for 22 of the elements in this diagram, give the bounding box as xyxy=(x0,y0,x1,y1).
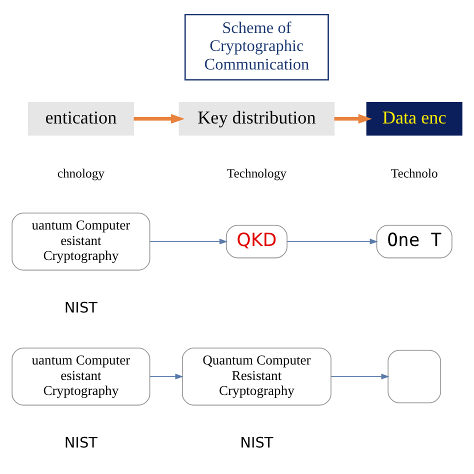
arrow xyxy=(330,373,390,379)
label: chnology xyxy=(57,166,105,180)
node-box: Quantum Computer Resistant Cryptography xyxy=(182,347,332,406)
node-label: NIST xyxy=(240,435,274,452)
arrow xyxy=(149,373,184,379)
label: Technolo xyxy=(390,166,438,180)
node-box: Key distribution xyxy=(178,102,335,136)
label: Technology xyxy=(226,166,287,180)
node-box: One T xyxy=(376,224,452,258)
node-label: NIST xyxy=(64,300,98,316)
node-box: Scheme of Cryptographic Communication xyxy=(184,13,329,80)
node-box: QKD xyxy=(226,224,288,258)
arrow xyxy=(334,114,372,124)
node-box: uantum Computer esistant Cryptography xyxy=(12,212,150,270)
node-box: entication xyxy=(28,102,134,136)
arrow xyxy=(149,238,228,244)
arrow xyxy=(286,238,378,244)
arrow xyxy=(134,114,185,124)
node-box: Data enc xyxy=(366,102,462,136)
node-box xyxy=(388,349,442,403)
node-label: NIST xyxy=(64,435,98,452)
node-box: uantum Computer esistant Cryptography xyxy=(12,347,150,406)
